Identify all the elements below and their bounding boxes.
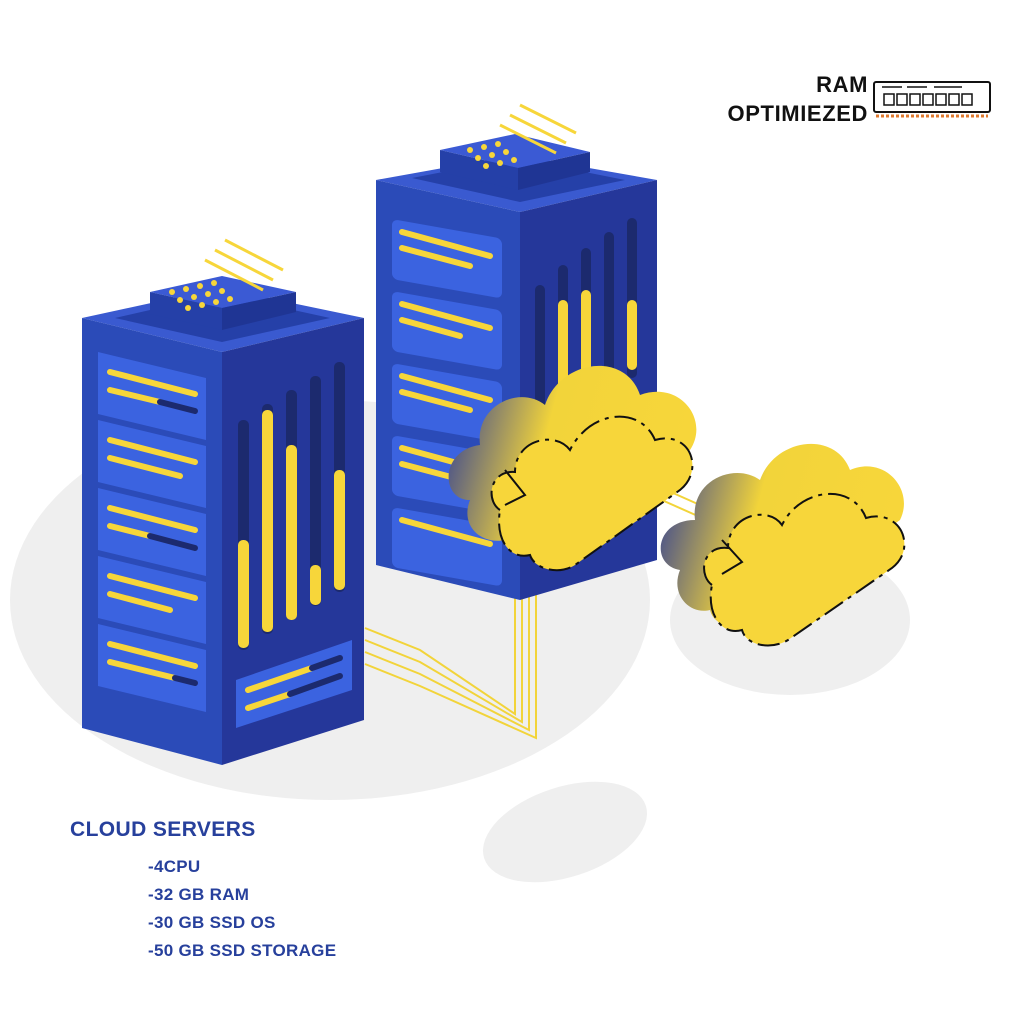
spec-item-cpu: -4CPU xyxy=(148,857,201,876)
spec-list: -4CPU -32 GB RAM -30 GB SSD OS -50 GB SS… xyxy=(148,856,336,968)
ram-optimized-label: RAM OPTIMIEZED xyxy=(728,70,868,128)
ram-label-line2: OPTIMIEZED xyxy=(727,101,868,126)
ram-stick-icon xyxy=(873,81,991,118)
server-front xyxy=(82,238,364,765)
cloud-icon xyxy=(448,365,697,572)
spec-item-ram: -32 GB RAM xyxy=(148,885,250,904)
cloud-servers-heading: CLOUD SERVERS xyxy=(70,818,256,841)
ram-label-line1: RAM xyxy=(816,72,868,97)
cloud-icon xyxy=(660,443,906,647)
spec-item-ssd-storage: -50 GB SSD STORAGE xyxy=(148,941,337,960)
spec-item-ssd-os: -30 GB SSD OS xyxy=(148,913,276,932)
